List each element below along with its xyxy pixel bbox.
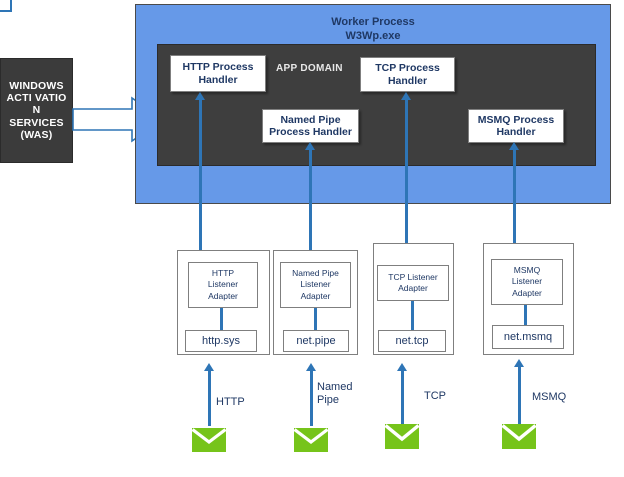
connector-tcp-handler xyxy=(405,98,408,245)
protocol-label-http: HTTP xyxy=(216,396,245,408)
net-pipe-box: net.pipe xyxy=(283,330,349,352)
connector-tcp-message-inbound xyxy=(401,370,404,426)
tcp-listener-adapter-box: TCP Listener Adapter xyxy=(377,265,449,301)
connector-http-message-inbound xyxy=(208,370,211,426)
connector-tcp-adapter-to-leaf xyxy=(411,301,414,331)
connector-named-pipe-handler xyxy=(309,148,312,252)
http-process-handler-label: HTTP Process Handler xyxy=(182,61,254,86)
worker-process-title: Worker Process W3Wp.exe xyxy=(136,16,610,44)
connector-named-pipe-message-arrowhead xyxy=(306,363,316,371)
net-msmq-box: net.msmq xyxy=(492,325,564,349)
msmq-process-handler-box: MSMQ Process Handler xyxy=(468,109,564,143)
msmq-listener-adapter-label: MSMQ Listener Adapter xyxy=(511,264,543,298)
net-tcp-box: net.tcp xyxy=(378,330,446,352)
offscreen-box-fragment xyxy=(0,0,12,12)
tcp-process-handler-box: TCP Process Handler xyxy=(360,57,455,92)
named-pipe-process-handler-box: Named Pipe Process Handler xyxy=(262,109,359,143)
http-sys-label: http.sys xyxy=(202,334,240,347)
msmq-listener-adapter-box: MSMQ Listener Adapter xyxy=(491,259,563,305)
connector-msmq-handler xyxy=(513,148,516,245)
http-process-handler-box: HTTP Process Handler xyxy=(170,55,266,92)
protocol-label-msmq: MSMQ xyxy=(532,391,567,403)
connector-http-adapter-to-leaf xyxy=(220,308,223,332)
envelope-icon-tcp xyxy=(384,424,420,449)
connector-msmq-message-arrowhead xyxy=(514,359,524,367)
msmq-process-handler-label: MSMQ Process Handler xyxy=(477,113,555,138)
app-domain-label: APP DOMAIN xyxy=(276,63,343,74)
protocol-label-tcp: TCP xyxy=(424,390,446,402)
was-label: WINDOWS ACTI VATIO N SERVICES (WAS) xyxy=(6,79,67,142)
connector-http-handler-arrowhead xyxy=(195,92,205,100)
worker-process-exe-name: W3Wp.exe xyxy=(345,29,401,42)
connector-msmq-message-inbound xyxy=(518,366,521,426)
connector-named-pipe-message-inbound xyxy=(310,370,313,426)
http-listener-adapter-box: HTTP Listener Adapter xyxy=(188,262,258,308)
connector-tcp-handler-arrowhead xyxy=(401,92,411,100)
connector-named-pipe-adapter-to-leaf xyxy=(314,308,317,332)
connector-http-message-arrowhead xyxy=(204,363,214,371)
tcp-process-handler-label: TCP Process Handler xyxy=(375,62,440,87)
named-pipe-process-handler-label: Named Pipe Process Handler xyxy=(269,113,352,138)
http-sys-box: http.sys xyxy=(185,330,257,352)
named-pipe-listener-adapter-label: Named Pipe Listener Adapter xyxy=(292,267,339,301)
net-tcp-label: net.tcp xyxy=(395,334,429,347)
net-msmq-label: net.msmq xyxy=(503,330,553,343)
http-listener-adapter-label: HTTP Listener Adapter xyxy=(207,267,239,301)
envelope-icon-msmq xyxy=(501,424,537,449)
connector-named-pipe-handler-arrowhead xyxy=(305,142,315,150)
envelope-icon-http xyxy=(191,428,227,452)
tcp-listener-adapter-label: TCP Listener Adapter xyxy=(388,271,438,293)
envelope-icon-namedpipe xyxy=(293,428,329,452)
connector-msmq-handler-arrowhead xyxy=(509,142,519,150)
connector-tcp-message-arrowhead xyxy=(397,363,407,371)
worker-process-title-line1: Worker Process xyxy=(331,16,415,28)
named-pipe-listener-adapter-box: Named Pipe Listener Adapter xyxy=(280,262,351,308)
windows-activation-services-box: WINDOWS ACTI VATIO N SERVICES (WAS) xyxy=(0,58,73,163)
protocol-label-named-pipe: Named Pipe xyxy=(317,381,353,407)
connector-http-handler xyxy=(199,98,202,252)
connector-msmq-adapter-to-leaf xyxy=(524,305,527,327)
net-pipe-label: net.pipe xyxy=(296,334,336,347)
